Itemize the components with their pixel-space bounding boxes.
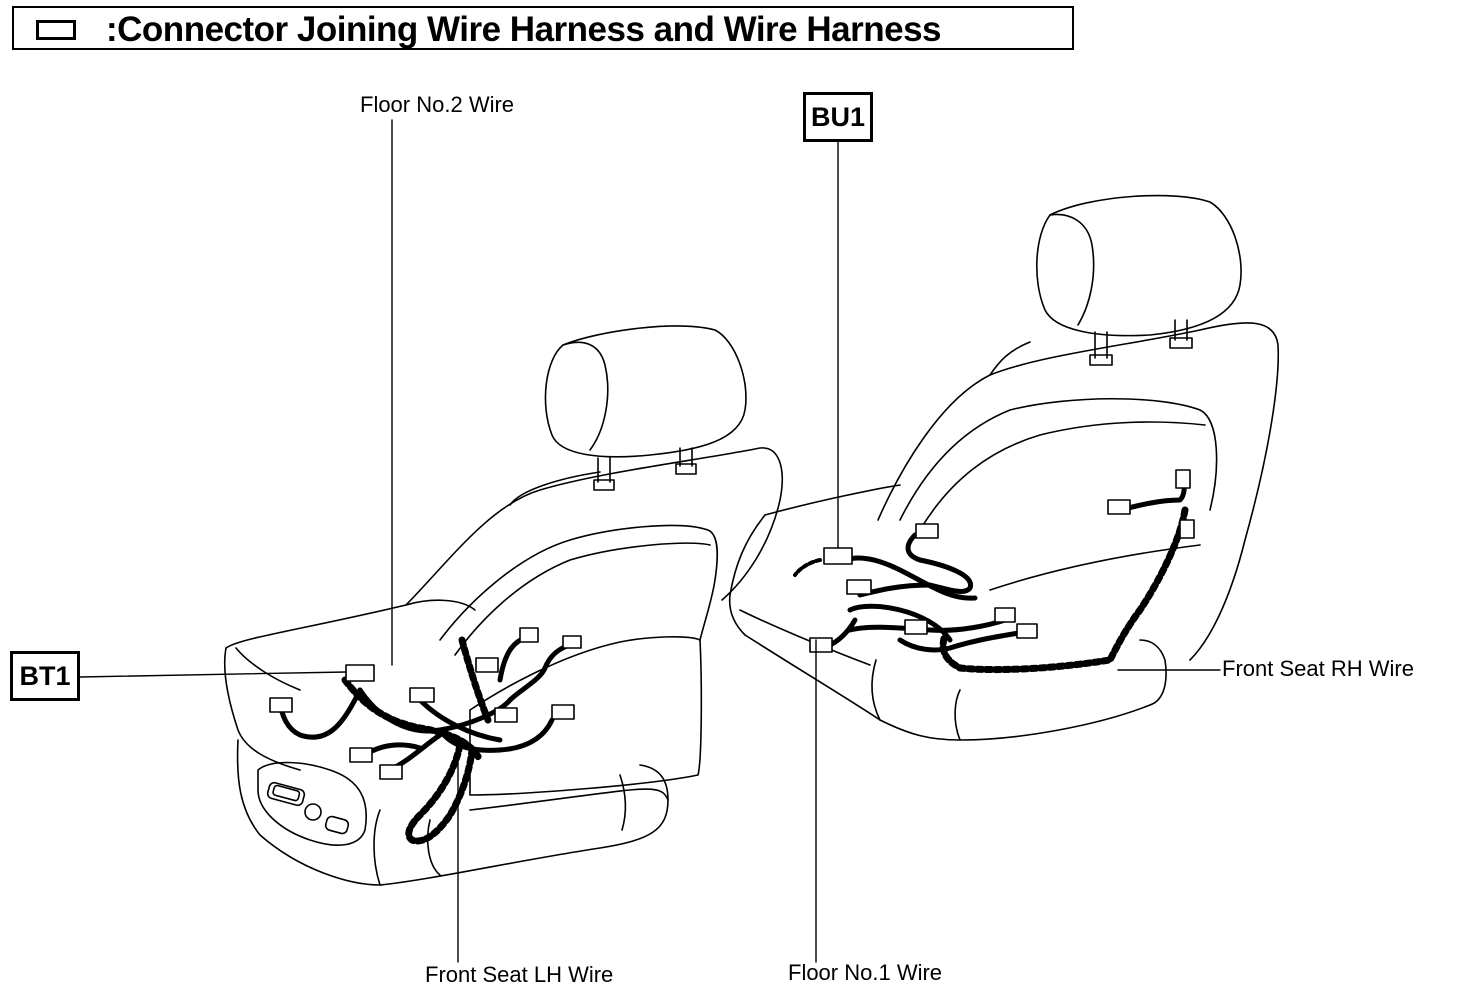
label-floor-no2-wire: Floor No.2 Wire xyxy=(360,92,515,117)
legend-separator: : xyxy=(106,10,118,49)
connector-tag-bu1: BU1 xyxy=(803,92,873,142)
label-floor-no1-wire: Floor No.1 Wire xyxy=(788,960,943,985)
connector-legend-symbol xyxy=(36,20,76,40)
connector-tag-bt1: BT1 xyxy=(10,651,80,701)
label-front-seat-rh-wire: Front Seat RH Wire xyxy=(1222,656,1414,681)
leader-lines xyxy=(79,119,1221,963)
legend-banner: :Connector Joining Wire Harness and Wire… xyxy=(12,6,1074,50)
left-seat-drawing xyxy=(223,325,783,886)
right-seat-drawing xyxy=(728,194,1280,741)
legend-title: :Connector Joining Wire Harness and Wire… xyxy=(106,10,942,50)
legend-title-text: Connector Joining Wire Harness and Wire … xyxy=(117,10,942,49)
label-front-seat-lh-wire: Front Seat LH Wire xyxy=(425,962,614,987)
